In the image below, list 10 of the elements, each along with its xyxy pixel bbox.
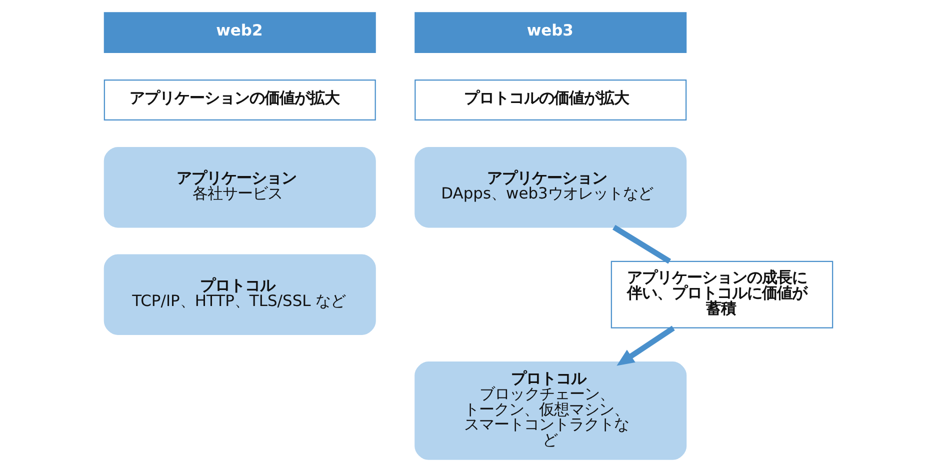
node-box: アプリケーション DApps、web3ウオレットなど bbox=[414, 146, 686, 228]
node-box: web2 bbox=[103, 12, 376, 53]
node-box: プロトコル TCP/IP、HTTP、TLS/SSL など bbox=[103, 254, 376, 335]
node-box: web3 bbox=[414, 12, 686, 53]
node-box: アプリケーション 各社サービス bbox=[103, 146, 376, 228]
node-box: プロトコルの価値が拡大 bbox=[414, 80, 686, 120]
node-box: アプリケーションの価値が拡大 bbox=[103, 80, 376, 120]
connector bbox=[612, 224, 671, 264]
node-box: アプリケーションの成長に伴い、プロトコルに価値が蓄積 bbox=[610, 260, 833, 328]
node-box: プロトコル ブロックチェーン、トークン、仮想マシン、スマートコントラクトなど bbox=[414, 362, 686, 460]
